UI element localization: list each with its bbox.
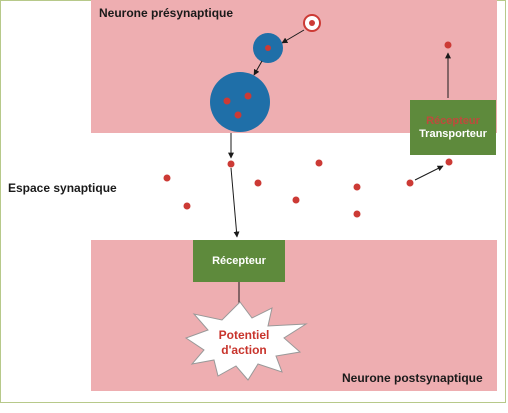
arrow-to-receptor xyxy=(230,167,240,238)
arrow-to-transporter xyxy=(414,165,444,181)
action-potential-burst xyxy=(184,301,308,381)
molecule xyxy=(183,202,191,210)
transporter-box: Récepteur Transporteur xyxy=(410,100,496,155)
postsynaptic-neuron xyxy=(91,240,497,391)
molecule xyxy=(406,179,414,187)
postsynaptic-label: Neurone postsynaptique xyxy=(342,371,483,385)
transporter-faded-label: Récepteur xyxy=(426,115,480,127)
molecule xyxy=(315,159,323,167)
arrow-recycle xyxy=(281,29,305,44)
molecule xyxy=(445,158,453,166)
receptor-label: Récepteur xyxy=(212,255,266,267)
presynaptic-label: Neurone présynaptique xyxy=(99,6,234,20)
action-potential-label: Potentiel d'action xyxy=(196,328,292,358)
action-potential-line2: d'action xyxy=(221,343,267,357)
molecule xyxy=(227,160,235,168)
transporter-label: Transporteur xyxy=(419,128,487,140)
receptor-box: Récepteur xyxy=(193,240,285,282)
molecule xyxy=(292,196,300,204)
arrow-vesicle xyxy=(253,60,263,76)
molecule xyxy=(353,183,361,191)
molecule xyxy=(353,210,361,218)
molecule xyxy=(265,45,271,51)
molecule xyxy=(254,179,262,187)
action-potential-line1: Potentiel xyxy=(218,328,270,342)
molecule xyxy=(444,41,452,49)
molecule xyxy=(309,20,315,26)
molecule xyxy=(223,97,231,105)
molecule xyxy=(163,174,171,182)
molecule xyxy=(234,111,242,119)
synaptic-space-label: Espace synaptique xyxy=(8,181,117,195)
large-vesicle xyxy=(210,72,270,132)
molecule xyxy=(244,92,252,100)
